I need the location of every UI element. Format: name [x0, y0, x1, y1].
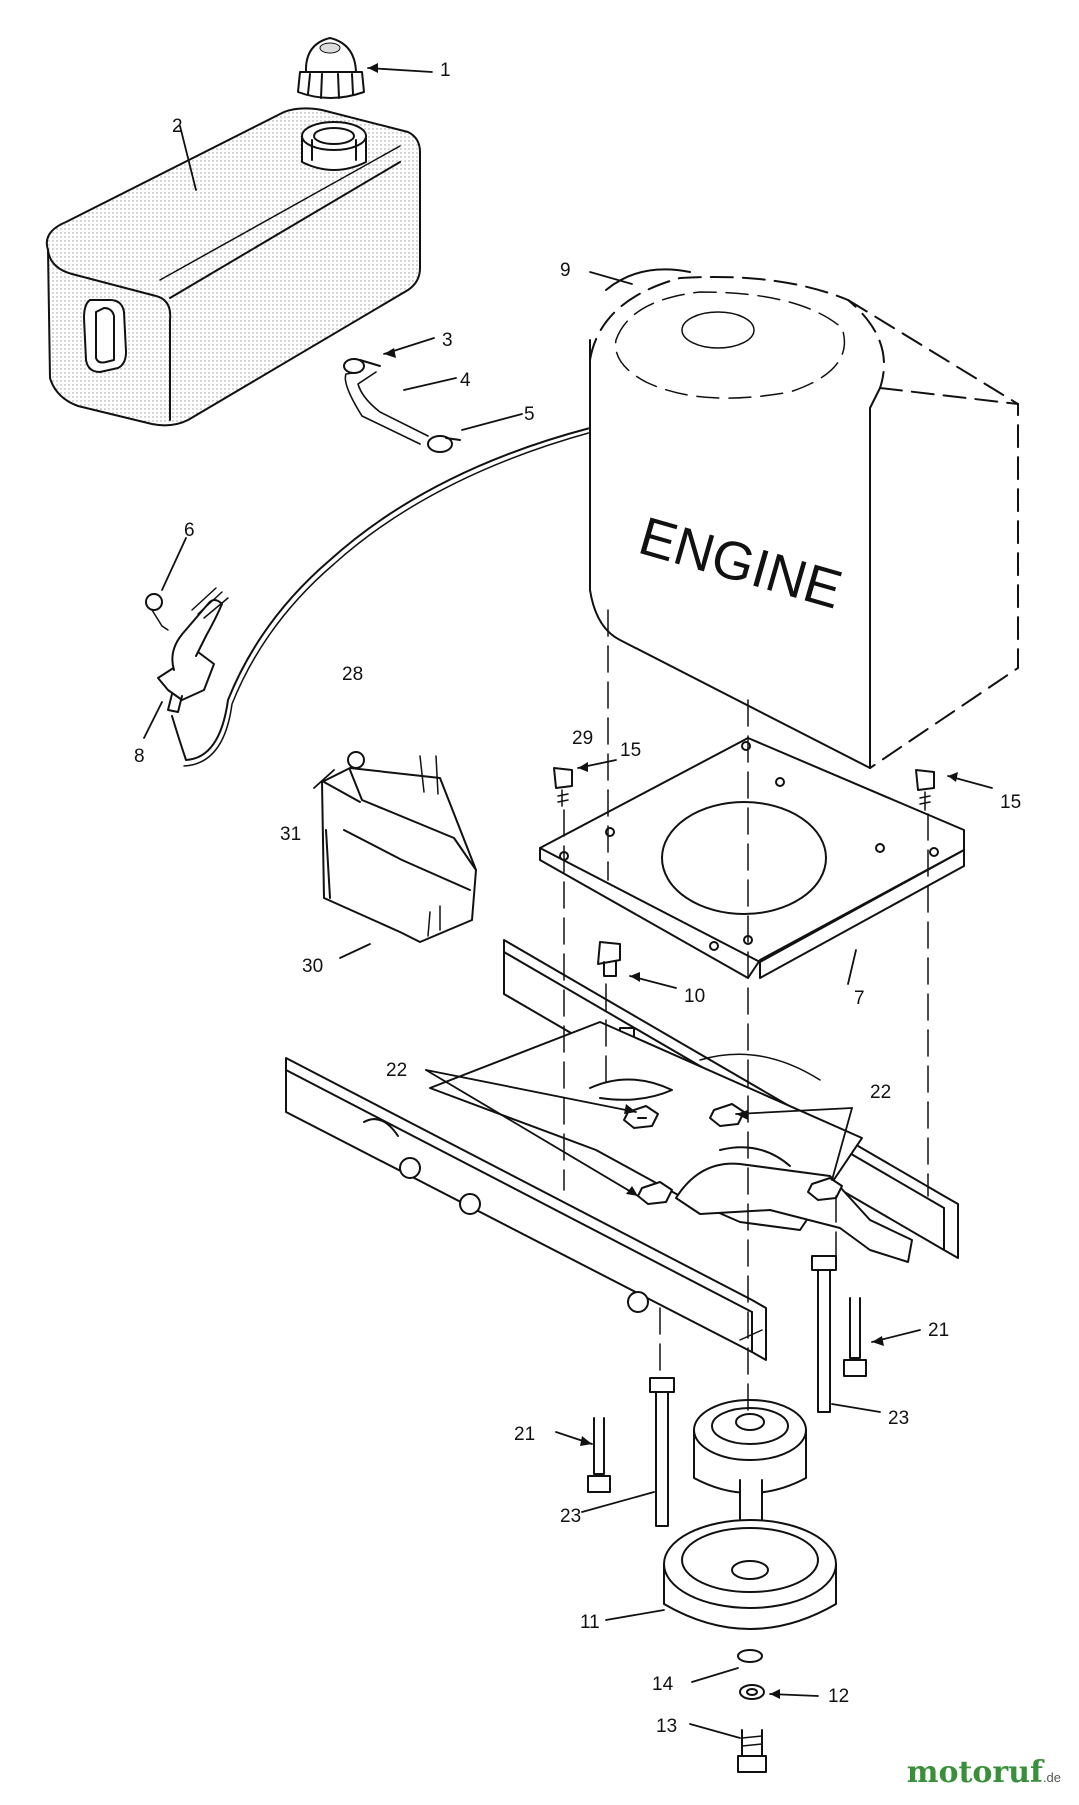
heat-shield [321, 751, 477, 943]
callout-labels: 1 2 3 4 5 6 7 8 9 10 11 12 13 14 15 15 2… [134, 60, 1021, 1737]
gas-cap [297, 37, 365, 99]
watermark-suffix: .de [1042, 1770, 1061, 1785]
fuel-hose [343, 358, 461, 453]
callout-21-left: 21 [514, 1424, 535, 1445]
callout-9: 9 [560, 260, 571, 281]
callout-13: 13 [656, 1716, 677, 1737]
bolt-right [915, 769, 935, 811]
watermark-text: motoruf [906, 1755, 1043, 1790]
callout-15-right: 15 [1000, 792, 1021, 813]
bolt-left [553, 767, 573, 807]
engine-mount-plate [539, 737, 965, 979]
callout-8: 8 [134, 746, 145, 767]
callout-10: 10 [684, 986, 705, 1007]
callout-12: 12 [828, 1686, 849, 1707]
callout-30: 30 [302, 956, 323, 977]
washers-and-bolt [737, 1649, 767, 1773]
frame-cross-plate [429, 1021, 913, 1263]
callout-5: 5 [524, 404, 535, 425]
callout-14: 14 [652, 1674, 674, 1695]
callout-22-left: 22 [386, 1060, 407, 1081]
callout-3: 3 [442, 330, 453, 351]
callout-4: 4 [460, 370, 471, 391]
callout-31: 31 [280, 824, 301, 845]
alignment-lines [563, 609, 929, 1421]
callout-23-right: 23 [888, 1408, 909, 1429]
bolt-10 [597, 941, 621, 977]
callout-23-left: 23 [560, 1506, 581, 1527]
callout-28: 28 [342, 664, 363, 685]
callout-6: 6 [184, 520, 195, 541]
callout-15-left: 15 [620, 740, 641, 761]
leader-arrows [368, 63, 958, 1699]
pulley-assembly [663, 1399, 837, 1630]
callout-22-right: 22 [870, 1082, 891, 1103]
studs-23 [649, 1255, 837, 1527]
callout-11: 11 [580, 1612, 600, 1633]
frame-rail-left [285, 1057, 767, 1361]
callout-29: 29 [572, 728, 593, 749]
fuel-tank [45, 107, 421, 427]
callout-7: 7 [854, 988, 865, 1009]
bolts-21 [587, 1297, 867, 1493]
callout-2: 2 [172, 116, 183, 137]
throttle-control [145, 427, 593, 767]
engine [588, 268, 1019, 769]
callout-21-right: 21 [928, 1320, 949, 1341]
callout-1: 1 [440, 60, 451, 81]
watermark-logo: motoruf.de [907, 1755, 1061, 1790]
